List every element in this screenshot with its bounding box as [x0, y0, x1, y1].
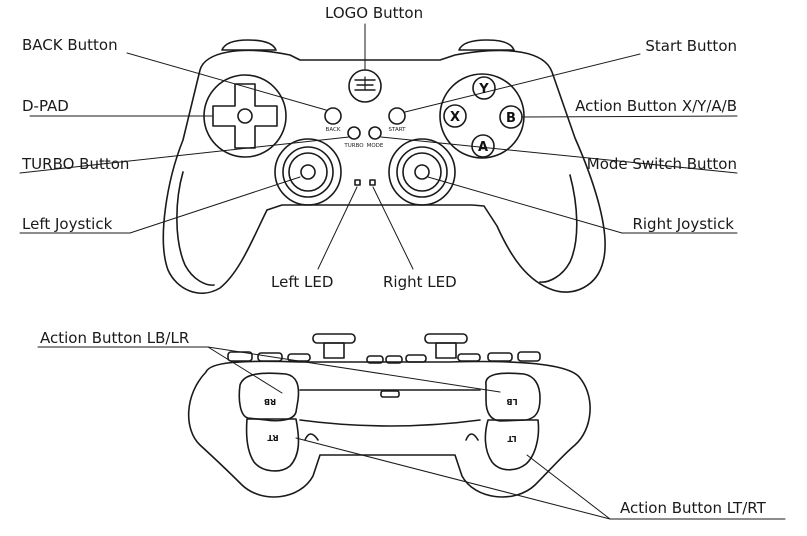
turbo-button-text: TURBO	[343, 143, 364, 149]
x-button-text: X	[450, 110, 460, 125]
lb-button-text: LB	[506, 397, 517, 406]
right-shoulder-bumper	[458, 39, 515, 51]
mode-switch-label: Mode Switch Button	[586, 155, 737, 173]
right-grip-line	[539, 174, 578, 283]
turbo-button-label: TURBO Button	[22, 155, 130, 173]
rt-trigger-front	[484, 419, 540, 471]
y-button-text: Y	[478, 82, 489, 97]
lb-lr-label: Action Button LB/LR	[40, 329, 190, 347]
x-button	[443, 104, 467, 128]
mode-button-text: MODE	[367, 143, 384, 149]
start-button	[388, 107, 406, 125]
usb-port	[380, 390, 400, 398]
controller-body-top	[162, 49, 606, 294]
lt-trigger-front	[245, 418, 300, 472]
action-button-well	[439, 73, 525, 159]
controller-button-text: BACK START TURBO MODE Y X B A RB LB RT L…	[264, 82, 518, 443]
right-led-label: Right LED	[383, 273, 457, 291]
a-button-text: A	[478, 140, 488, 155]
right-joystick-label: Right Joystick	[632, 215, 734, 233]
controller-front-view	[187, 333, 591, 498]
left-led-indicator	[354, 179, 361, 186]
back-button	[324, 107, 342, 125]
y-button	[472, 76, 496, 100]
mode-button	[368, 126, 382, 140]
lb-button-front	[238, 372, 300, 422]
rb-button-front	[485, 372, 541, 422]
back-button-text: BACK	[326, 127, 341, 133]
back-button-label: BACK Button	[22, 36, 118, 54]
left-joystick-label: Left Joystick	[22, 215, 113, 233]
start-button-text: START	[389, 127, 407, 133]
lt-rt-label: Action Button LT/RT	[620, 499, 766, 517]
controller-top-view	[162, 39, 606, 294]
logo-button-label: LOGO Button	[325, 4, 424, 22]
b-button-text: B	[506, 111, 516, 126]
left-led-label: Left LED	[271, 273, 334, 291]
left-joystick-ring	[274, 138, 342, 206]
dpad-cross	[212, 83, 278, 149]
lt-trigger-text: LT	[507, 434, 517, 443]
dpad-label: D-PAD	[22, 97, 69, 115]
left-grip-line	[176, 171, 215, 286]
dpad-center	[237, 108, 253, 124]
controller-body-front	[187, 360, 591, 498]
rt-trigger-text: RT	[267, 433, 279, 442]
leader-lines	[19, 23, 786, 520]
right-joystick-ring	[388, 138, 456, 206]
rb-button-text: RB	[264, 397, 276, 406]
action-xyab-label: Action Button X/Y/A/B	[575, 97, 737, 115]
start-button-label: Start Button	[645, 37, 737, 55]
turbo-button	[347, 126, 361, 140]
left-shoulder-bumper	[221, 39, 277, 51]
right-led-indicator	[369, 179, 376, 186]
